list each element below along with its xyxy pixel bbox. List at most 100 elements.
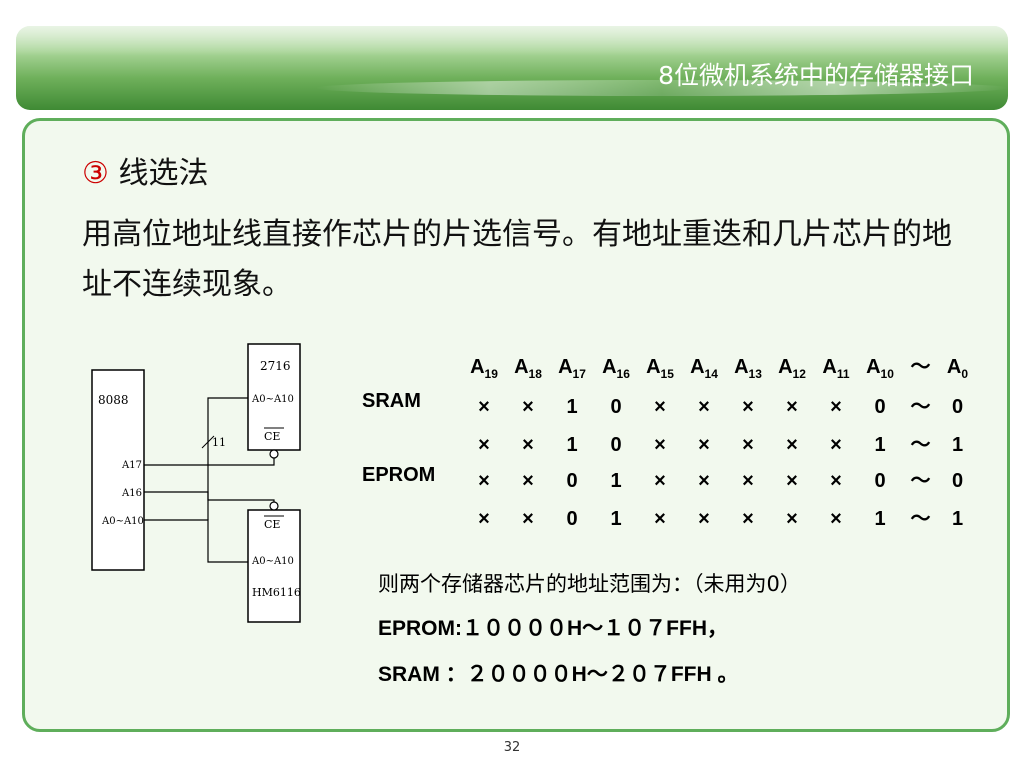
- wire-a17: [144, 458, 275, 466]
- sram-ce-bubble: [269, 501, 279, 511]
- address-cell: ×: [830, 470, 842, 492]
- bus-width: 11: [212, 436, 226, 449]
- address-cell: 0: [951, 470, 964, 492]
- address-cell: 0: [566, 470, 578, 492]
- address-cell: ×: [478, 470, 490, 492]
- cpu-box: [91, 369, 145, 571]
- header-a14: A14: [690, 356, 718, 381]
- address-cell: 1: [566, 396, 578, 418]
- cpu-pin-a17: A17: [121, 460, 142, 471]
- wire-a16: [144, 491, 275, 502]
- address-range-note: 则两个存储器芯片的地址范围为：（未用为0）: [378, 572, 801, 596]
- address-cell: ×: [654, 396, 666, 418]
- header-a10: A10: [866, 356, 894, 381]
- wire-addr-sram: [144, 519, 248, 563]
- banner-shine: [16, 26, 1008, 56]
- wire-addr-eprom: [207, 397, 248, 520]
- eprom-box: [247, 343, 301, 451]
- header-a13: A13: [734, 356, 762, 381]
- address-cell: ×: [742, 396, 754, 418]
- cpu-label: 8088: [98, 393, 129, 407]
- address-cell: ×: [742, 470, 754, 492]
- header-a19: A19: [470, 356, 498, 381]
- address-cell: 1: [566, 434, 578, 456]
- content-panel: [22, 118, 1010, 732]
- address-cell: ×: [830, 396, 842, 418]
- section-title: 线选法: [118, 156, 209, 191]
- eprom-label: 2716: [260, 359, 291, 373]
- address-cell: ×: [786, 470, 798, 492]
- address-row-label: EPROM: [362, 464, 436, 486]
- address-cell: ×: [698, 396, 710, 418]
- header-a16: A16: [602, 356, 630, 381]
- header-tilde: ～: [910, 356, 931, 378]
- address-cell: ×: [742, 434, 754, 456]
- eprom-range: EPROM:１００００H～１０７FFH，: [378, 617, 728, 640]
- address-cell: ×: [786, 508, 798, 530]
- address-cell: ×: [786, 434, 798, 456]
- address-row-cells: × × 0 1 × × × × × 0 ～ 0: [462, 464, 976, 493]
- address-cell: ×: [698, 508, 710, 530]
- address-cell: ×: [478, 508, 490, 530]
- address-cell: ～: [910, 470, 931, 492]
- address-row-cells: × × 0 1 × × × × × 1 ～ 1: [462, 502, 976, 531]
- address-cell: ×: [654, 434, 666, 456]
- sram-pin-ce: CE: [264, 518, 280, 531]
- section-marker: ③: [82, 156, 109, 191]
- header-a0: A0: [946, 356, 969, 381]
- address-table: A19 A18 A17 A16 A15 A14 A13 A12 A11 A10 ～ A0 SRAM × ×…: [362, 350, 968, 530]
- address-cell: 1: [874, 508, 886, 530]
- address-cell: ×: [522, 470, 534, 492]
- address-cell: ×: [698, 434, 710, 456]
- description-text: 用高位地址线直接作芯片的片选信号。有地址重迭和几片芯片的地址不连续现象。: [82, 217, 952, 302]
- page-number: 32: [503, 740, 521, 755]
- address-row-cells: × × 1 0 × × × × × 0 ～ 0: [462, 390, 976, 419]
- banner-wave-decoration: [316, 80, 1008, 96]
- address-cell: ×: [786, 396, 798, 418]
- address-cell: 1: [951, 508, 964, 530]
- address-cell: 0: [874, 396, 886, 418]
- address-cell: ×: [830, 434, 842, 456]
- eprom-pin-addr: A0~A10: [251, 394, 294, 405]
- address-cell: ×: [522, 396, 534, 418]
- header-a15: A15: [646, 356, 674, 381]
- sram-box: [247, 509, 301, 623]
- sram-pin-addr: A0~A10: [251, 556, 294, 567]
- address-cell: ～: [910, 396, 931, 418]
- header-a17: A17: [558, 356, 586, 381]
- address-cell: 0: [610, 396, 622, 418]
- section-heading: ③ 线选法: [82, 148, 208, 192]
- address-cell: 0: [566, 508, 578, 530]
- address-cell: ×: [742, 508, 754, 530]
- eprom-pin-ce: CE: [264, 430, 280, 443]
- address-cell: ×: [654, 470, 666, 492]
- address-row-label: SRAM: [362, 390, 421, 412]
- address-cell: ×: [522, 508, 534, 530]
- address-header-cells: A19 A18 A17 A16 A15 A14 A13 A12 A11 A10 ～ A0: [462, 350, 976, 381]
- address-cell: 0: [610, 434, 622, 456]
- address-cell: 1: [951, 434, 964, 456]
- slide-title: 8位微机系统中的存储器接口: [658, 61, 974, 90]
- header-a12: A12: [778, 356, 806, 381]
- address-cell: ×: [830, 508, 842, 530]
- title-banner: 8位微机系统中的存储器接口: [16, 26, 1008, 110]
- cpu-pin-a16: A16: [121, 488, 142, 499]
- address-cell: ×: [478, 434, 490, 456]
- address-cell: ～: [910, 434, 931, 456]
- header-a18: A18: [514, 356, 542, 381]
- header-a11: A11: [822, 356, 850, 381]
- address-cell: 0: [951, 396, 964, 418]
- address-cell: ×: [478, 396, 490, 418]
- address-cell: ～: [910, 508, 931, 530]
- address-cell: ×: [698, 470, 710, 492]
- address-cell: 1: [610, 508, 622, 530]
- eprom-ce-bubble: [269, 449, 279, 459]
- address-cell: ×: [522, 434, 534, 456]
- sram-label: HM6116: [252, 586, 301, 599]
- bus-slash: [201, 435, 215, 449]
- address-cell: 1: [610, 470, 622, 492]
- address-cell: ×: [654, 508, 666, 530]
- address-cell: 0: [874, 470, 886, 492]
- cpu-pin-a10: A0~A10: [101, 516, 144, 527]
